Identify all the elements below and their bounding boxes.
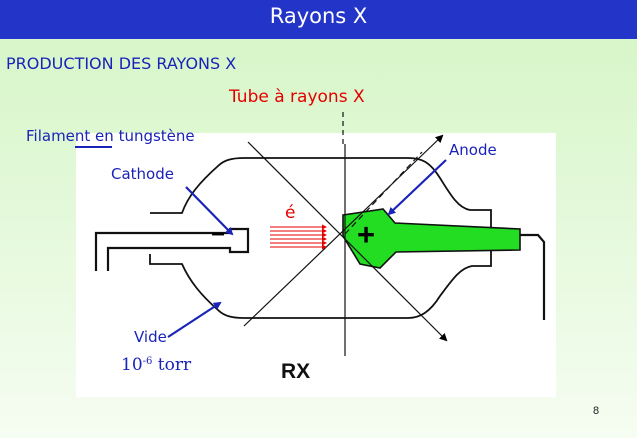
anode-arrow — [387, 159, 447, 216]
anode-connector — [520, 233, 546, 320]
cathode-stem — [94, 227, 250, 271]
line-diag-b — [243, 134, 444, 327]
vide-arrow — [167, 301, 222, 338]
anode-label: Anode — [449, 141, 497, 159]
cathode-arrow — [185, 186, 234, 236]
glass-envelope — [149, 157, 492, 319]
pressure-base: 10 — [121, 355, 143, 375]
xray-label: RX — [281, 360, 311, 383]
vacuum-label: Vide — [134, 328, 167, 346]
anode-shape — [342, 208, 521, 269]
line-diag-a — [247, 141, 448, 342]
filament-label: Filament en tungstène — [26, 127, 195, 145]
plus-sign: + — [357, 217, 376, 252]
electron-label: é — [285, 203, 296, 223]
diagram-title: Tube à rayons X — [229, 87, 365, 107]
cathode-label: Cathode — [111, 165, 174, 183]
pressure-label: 10-6 torr — [121, 355, 191, 375]
section-heading: PRODUCTION DES RAYONS X — [6, 54, 237, 73]
pressure-exponent: -6 — [142, 356, 153, 367]
pressure-unit: torr — [152, 355, 192, 375]
minus-sign: − — [211, 221, 226, 248]
title-bar — [0, 0, 637, 39]
diagram-panel — [76, 133, 556, 397]
line-dashed-diagonal — [344, 151, 423, 235]
electron-beam — [270, 224, 327, 250]
page-number: 8 — [593, 405, 600, 417]
slide-title: Rayons X — [269, 4, 368, 28]
